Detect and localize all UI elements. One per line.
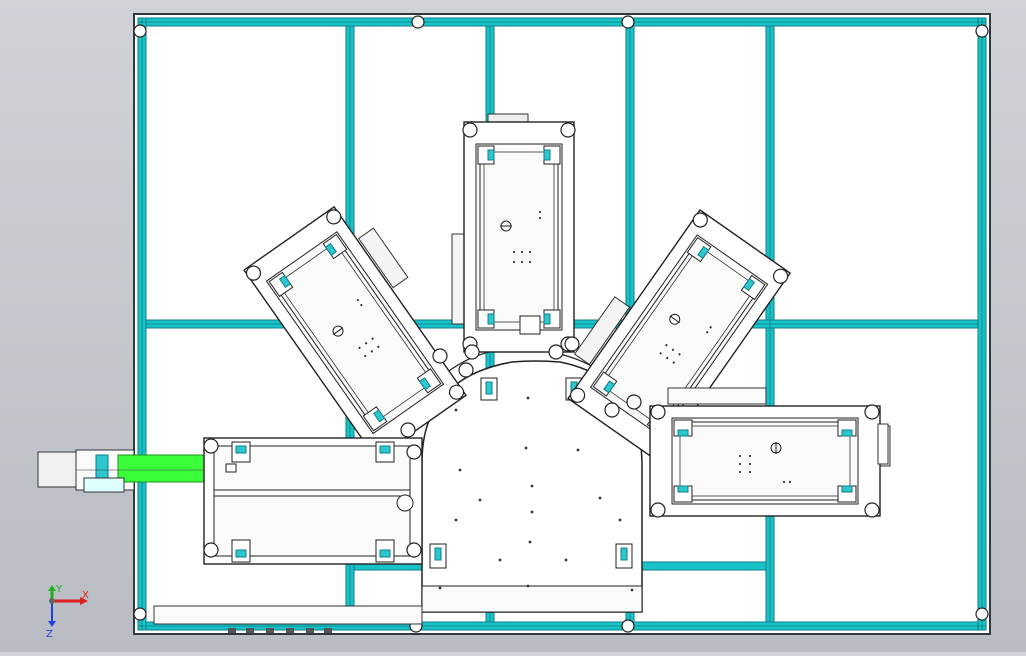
station-right-endcap (877, 423, 889, 465)
station-left-slot (225, 463, 237, 473)
station-left-top-bracket (357, 227, 409, 289)
station-right-top-bracket (573, 296, 631, 366)
triad-x-arrow (80, 597, 88, 605)
station-right-top (566, 208, 792, 463)
triad-origin (49, 598, 55, 604)
triad-x-label: X (82, 590, 89, 601)
station-left-sensor (396, 494, 414, 512)
turntable-base-lower (421, 585, 643, 613)
triad-y-label: Y (55, 585, 63, 595)
triad-z-label: Z (46, 629, 53, 640)
turntable-holes (438, 396, 634, 592)
joint-circle (621, 619, 635, 633)
triad-z-arrow (48, 621, 56, 627)
infeed-conveyor (37, 449, 209, 493)
station-top (451, 113, 576, 353)
bottom-connectors (228, 628, 332, 633)
joint-circle (133, 607, 147, 621)
central-turntable (403, 347, 643, 613)
station-right-upper-housing (667, 387, 767, 405)
station-top-motor (519, 315, 541, 335)
bottom-plate (153, 605, 423, 625)
joint-circle (133, 24, 147, 38)
conveyor-bracket (83, 477, 125, 493)
turntable-joints (400, 336, 642, 438)
station-right (649, 404, 891, 518)
frame-joints (133, 15, 989, 633)
conveyor-motor-box (37, 451, 77, 488)
conveyor-belt (117, 454, 209, 483)
joint-circle (411, 15, 425, 29)
station-left-top (242, 205, 468, 460)
joint-circle (975, 607, 989, 621)
joint-circle (975, 24, 989, 38)
joint-circle (621, 15, 635, 29)
coordinate-triad: X Y Z (46, 585, 89, 640)
station-left (203, 437, 423, 565)
triad-y-arrow (48, 585, 56, 591)
